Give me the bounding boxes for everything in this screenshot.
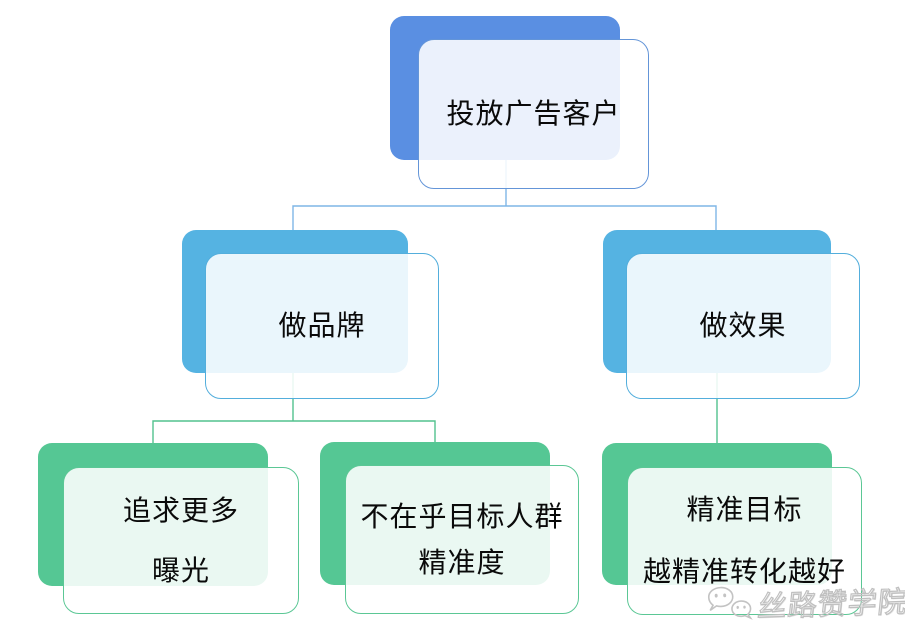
- node-precise-card: 精准目标 越精准转化越好: [627, 467, 862, 615]
- node-effect-card: 做效果: [626, 253, 860, 399]
- node-effect-label: 做效果: [699, 310, 787, 342]
- node-brand-label: 做品牌: [278, 310, 366, 342]
- watermark: 丝路赞学院: [705, 578, 905, 627]
- node-exposure-line1: 追求更多: [122, 494, 239, 526]
- node-root-card: 投放广告客户: [418, 39, 649, 189]
- node-brand-card: 做品牌: [205, 253, 439, 399]
- wechat-bubbles-icon: [707, 586, 753, 620]
- node-audience-line1: 不在乎目标人群: [360, 500, 564, 532]
- watermark-text: 丝路赞学院: [755, 586, 905, 625]
- node-precise-line2: 越精准转化越好: [642, 556, 846, 587]
- node-root-label: 投放广告客户: [446, 98, 621, 130]
- node-exposure-card: 追求更多 曝光: [63, 467, 299, 614]
- node-precise-line1: 精准目标: [686, 494, 803, 526]
- node-audience-line2: 精准度: [418, 546, 506, 578]
- node-exposure-line2: 曝光: [151, 554, 210, 586]
- node-audience-card: 不在乎目标人群 精准度: [345, 465, 579, 614]
